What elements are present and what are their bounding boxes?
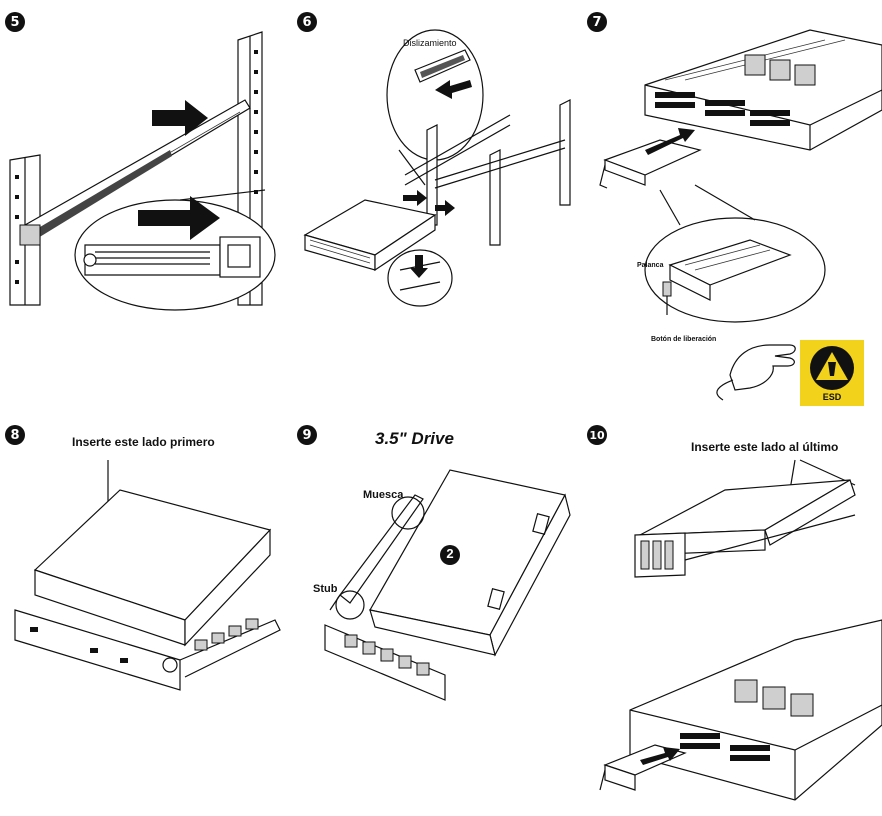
notch-label: Muesca: [363, 489, 404, 501]
step-5-badge: 5: [5, 12, 25, 32]
rack-holes: [254, 50, 258, 194]
step-10-illustration: [599, 459, 882, 801]
step-7-badge: 7: [587, 12, 607, 32]
step-6-badge: 6: [297, 12, 317, 32]
slide-label: Dislizamiento: [403, 38, 457, 48]
step-8-panel: 8 Inserte este lado primero: [0, 415, 290, 705]
step-7-illustration: [599, 29, 882, 401]
lever-label: Palanca: [637, 262, 664, 269]
step-10-badge: 10: [587, 425, 607, 445]
step-9-badge: 9: [297, 425, 317, 445]
step-8-badge: 8: [5, 425, 25, 445]
arrow-icon: [640, 747, 680, 765]
callout-circle: [440, 545, 460, 565]
step-9-illustration: [324, 469, 571, 701]
release-button-label: Botón de liberación: [651, 336, 717, 343]
step-5-illustration: [9, 31, 276, 311]
arrow-icon: [645, 128, 695, 155]
glove-hand-icon: [716, 344, 796, 401]
step-8-illustration: [14, 460, 281, 691]
callout-number: 2: [446, 546, 454, 561]
drive-size-title: 3.5" Drive: [375, 429, 454, 448]
stub-label: Stub: [313, 583, 338, 595]
step-5-panel: 5: [0, 0, 290, 311]
esd-label: ESD: [822, 392, 842, 402]
arrow-icon: [152, 100, 208, 136]
esd-warning-icon: ESD: [800, 340, 864, 406]
insert-first-label: Inserte este lado primero: [72, 435, 215, 449]
arrow-icon: [435, 80, 472, 99]
step-6-panel: 6 Dislizamiento: [295, 0, 585, 310]
insert-last-label: Inserte este lado al último: [691, 440, 839, 454]
step-7-panel: 7: [585, 0, 882, 410]
step-10-panel: 10 Inserte este lado al último: [585, 415, 882, 816]
step-9-panel: 9 3.5" Drive Muesca Stub 2: [295, 415, 590, 705]
step-6-illustration: [303, 29, 571, 307]
